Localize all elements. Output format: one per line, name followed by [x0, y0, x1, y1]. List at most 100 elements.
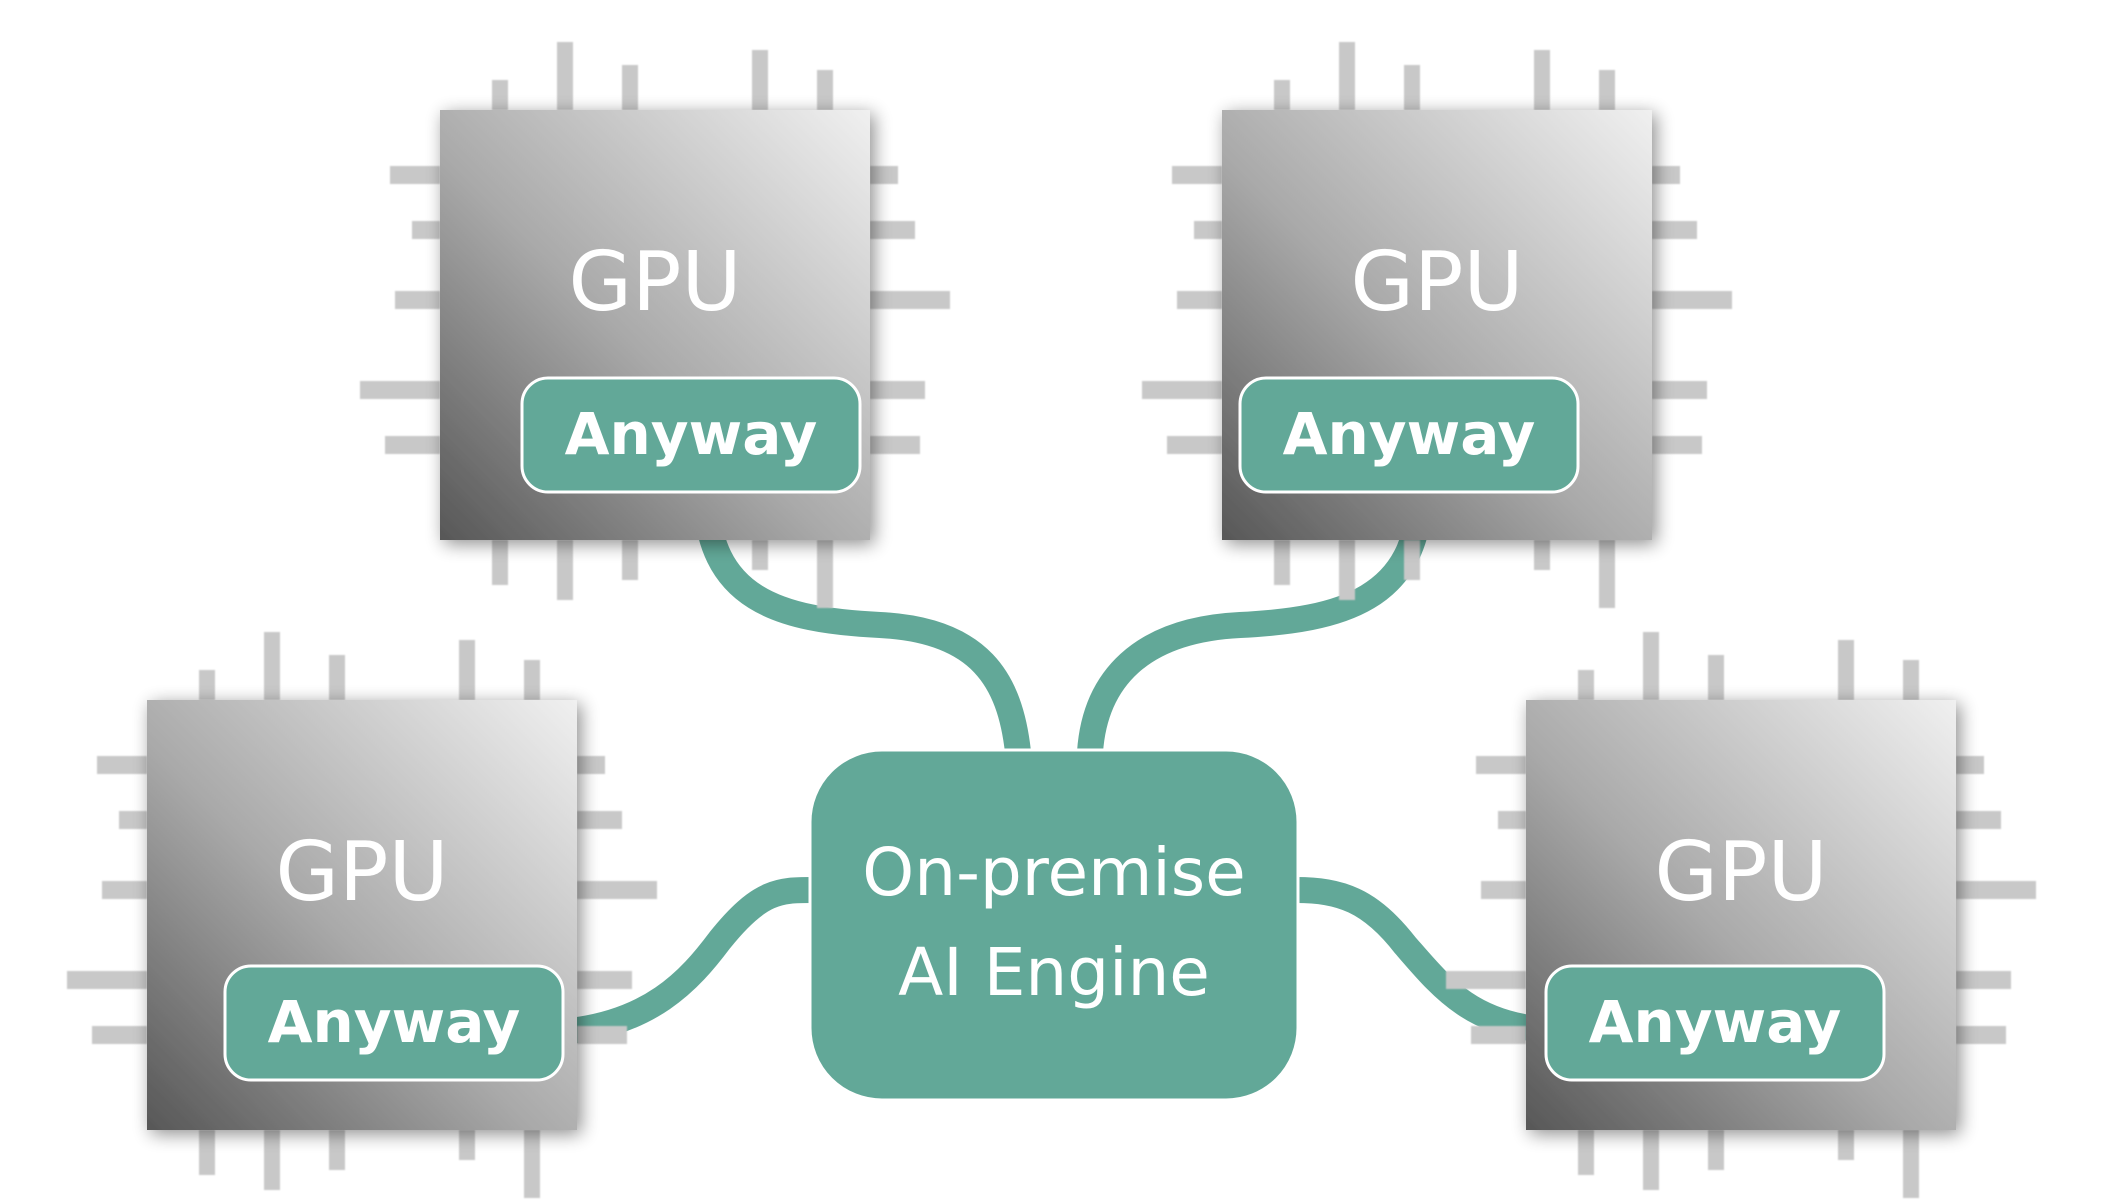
chip-pin	[97, 756, 147, 774]
gpu-title: GPU	[275, 825, 448, 920]
chip-pin	[1956, 811, 2001, 829]
chip-pin	[1652, 221, 1697, 239]
chip-pin	[395, 291, 440, 309]
chip-pin	[1534, 50, 1550, 110]
chip-pin	[1652, 166, 1680, 184]
chip-pin	[1956, 1026, 2006, 1044]
chip-pin	[524, 1130, 540, 1198]
chip-pin	[264, 1130, 280, 1190]
chip-pin	[622, 65, 638, 110]
chip-pin	[817, 70, 833, 110]
chip-pin	[360, 381, 440, 399]
chip-pin	[459, 1130, 475, 1160]
connectors	[543, 473, 1565, 1049]
chip-pin	[1339, 540, 1355, 600]
chip-pin	[577, 881, 657, 899]
chip-pin	[1446, 971, 1526, 989]
chip-pin	[1599, 70, 1615, 110]
anyway-badge-label: Anyway	[268, 988, 521, 1056]
chip-pin	[870, 381, 925, 399]
anyway-badge	[223, 964, 565, 1082]
chip-pin	[1652, 291, 1732, 309]
chip-pin	[1956, 756, 1984, 774]
chip-pin	[264, 632, 280, 700]
chip-pin	[557, 42, 573, 110]
chip-pin	[1177, 291, 1222, 309]
chip-pin	[1708, 1130, 1724, 1170]
chip-pin	[577, 756, 605, 774]
chip-pin	[1404, 540, 1420, 580]
chip-pin	[1476, 756, 1526, 774]
chip-pin	[870, 221, 915, 239]
chip-pin	[102, 881, 147, 899]
chip-pins	[360, 42, 950, 608]
gpu-title: GPU	[1654, 825, 1827, 920]
chip-pin	[1838, 1130, 1854, 1160]
anyway-badge	[1544, 964, 1886, 1082]
anyway-badge	[520, 376, 862, 494]
chip-pin	[1838, 640, 1854, 700]
chip-pins	[1446, 632, 2036, 1198]
chip-pin	[1578, 1130, 1594, 1175]
chip-pin	[1643, 632, 1659, 700]
chip-pin	[390, 166, 440, 184]
anyway-badge-label: Anyway	[1283, 400, 1536, 468]
chip-pin	[329, 1130, 345, 1170]
ai-engine-shape	[808, 748, 1300, 1102]
chip-pin	[1167, 436, 1222, 454]
chip-pin	[1498, 811, 1526, 829]
gpu-chip: GPU Anyway	[1142, 42, 1732, 608]
chip-pin	[1471, 1026, 1526, 1044]
chip-pin	[870, 166, 898, 184]
chip-pin	[329, 655, 345, 700]
chip-pin	[492, 80, 508, 110]
chip-pins	[67, 632, 657, 1198]
chip-pin	[199, 1130, 215, 1175]
connector-line	[1283, 877, 1561, 1043]
chip-pin	[577, 811, 622, 829]
chip-pin	[1142, 381, 1222, 399]
chip-pin	[577, 971, 632, 989]
chip-pin	[119, 811, 147, 829]
chip-pin	[1172, 166, 1222, 184]
chip-pin	[1956, 881, 2036, 899]
chip-pin	[1274, 540, 1290, 585]
chip-pin	[199, 670, 215, 700]
chip-pin	[817, 540, 833, 608]
chip-pin	[459, 640, 475, 700]
anyway-badge	[1238, 376, 1580, 494]
anyway-badge-label: Anyway	[565, 400, 818, 468]
chip-pin	[870, 291, 950, 309]
gpu-chip: GPU Anyway	[67, 632, 657, 1198]
chip-pin	[752, 540, 768, 570]
chip-pin	[1652, 381, 1707, 399]
gpu-chip: GPU Anyway	[360, 42, 950, 608]
chip-pin	[577, 1026, 627, 1044]
chip-pin	[1643, 1130, 1659, 1190]
gpu-title: GPU	[568, 235, 741, 330]
chip-pin	[67, 971, 147, 989]
connector-line	[693, 477, 1031, 765]
ai-engine-box: On-premise AI Engine	[808, 748, 1300, 1102]
chip-pin	[524, 660, 540, 700]
chip-pin	[92, 1026, 147, 1044]
chip-pin	[1404, 65, 1420, 110]
gpu-title: GPU	[1350, 235, 1523, 330]
chip-pin	[412, 221, 440, 239]
chip-pin	[1339, 42, 1355, 110]
chip-pin	[622, 540, 638, 580]
chip-pin	[492, 540, 508, 585]
chip-pin	[1194, 221, 1222, 239]
chip-pin	[1481, 881, 1526, 899]
chip-pin	[1903, 1130, 1919, 1198]
connector-line	[547, 877, 825, 1045]
chip-pin	[1274, 80, 1290, 110]
chip-pin	[1652, 436, 1702, 454]
chip-pin	[557, 540, 573, 600]
connector-line	[1077, 477, 1433, 765]
ai-engine-line1: On-premise	[862, 834, 1245, 911]
chip-pin	[1903, 660, 1919, 700]
